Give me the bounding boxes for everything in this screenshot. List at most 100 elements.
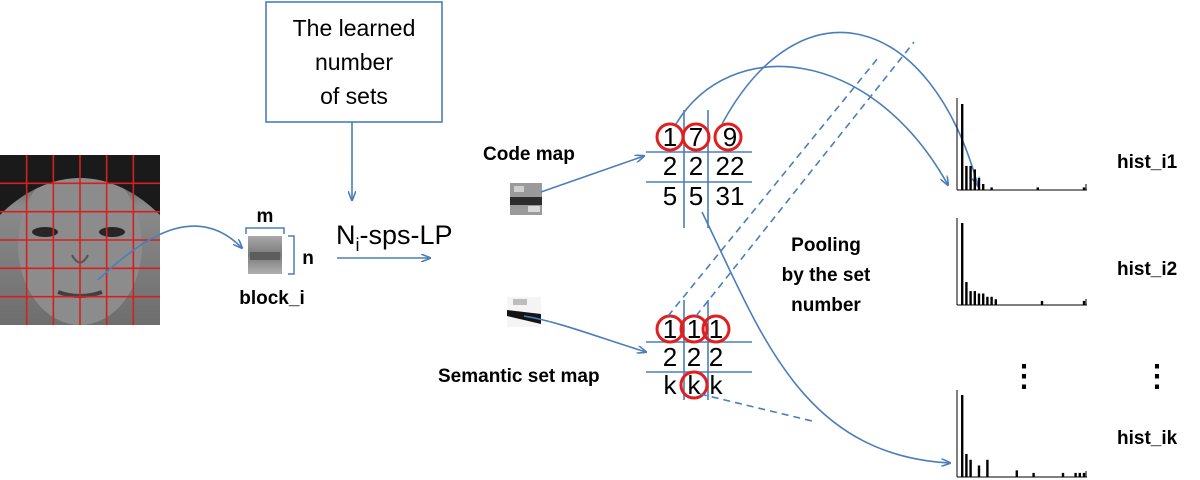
histogram-bar xyxy=(990,296,993,305)
histogram-ik xyxy=(956,390,1087,478)
semantic-map-circles xyxy=(655,314,731,400)
ellipsis-labels: ⋮ xyxy=(1142,360,1172,393)
histogram-i2-bars xyxy=(961,223,1086,305)
histogram-bar xyxy=(973,291,976,305)
semantic-highlight-circle-2 xyxy=(679,314,709,344)
code-map-cells: 1 7 9 2 2 22 5 5 31 xyxy=(663,122,745,211)
histogram-bar xyxy=(961,104,964,190)
n-bracket xyxy=(288,235,295,275)
code-cell-r3-c1: 5 xyxy=(663,181,677,211)
histogram-bar xyxy=(1061,472,1065,477)
histogram-bar xyxy=(1074,472,1077,477)
learned-sets-line-1: The learned xyxy=(293,15,416,41)
histogram-bar xyxy=(986,296,989,305)
histogram-bar xyxy=(1082,472,1086,477)
code-map-thumbnail xyxy=(510,183,542,215)
code-cell-r2-c3: 22 xyxy=(716,151,745,181)
dashed-link-1 xyxy=(667,57,879,317)
ellipsis-histograms: ⋮ xyxy=(1009,360,1039,393)
semantic-cell-r3-c3: k xyxy=(710,370,724,400)
block-m-label: m xyxy=(257,206,274,227)
code-map-circles xyxy=(655,122,743,152)
histogram-bar xyxy=(982,184,985,190)
code-cell-r2-c1: 2 xyxy=(663,151,677,181)
dashed-link-3 xyxy=(699,393,813,422)
histogram-bar xyxy=(965,282,968,305)
histogram-bar xyxy=(969,459,972,477)
histogram-bar xyxy=(1040,300,1044,305)
code-thumb-arrow xyxy=(540,156,644,193)
histogram-bar xyxy=(977,178,981,190)
histogram-bar xyxy=(1015,470,1018,477)
pooling-line-3: number xyxy=(791,295,861,316)
histogram-bar xyxy=(969,165,972,190)
learned-sets-line-3: of sets xyxy=(320,83,388,109)
histogram-bar xyxy=(977,465,981,477)
histogram-bar xyxy=(977,293,981,305)
histogram-bar xyxy=(982,293,985,305)
method-prefix: N xyxy=(336,220,356,250)
code-map-label: Code map xyxy=(483,144,575,165)
histogram-bar xyxy=(1082,300,1086,305)
semantic-cell-r2-c2: 2 xyxy=(687,342,701,372)
semantic-highlight-circle-k xyxy=(679,370,709,400)
histogram-i1-bars xyxy=(961,104,1086,190)
histogram-bar xyxy=(973,169,976,190)
face-grid xyxy=(0,155,160,325)
semantic-highlight-circle-3 xyxy=(701,314,731,344)
code-cell-r3-c2: 5 xyxy=(689,181,703,211)
method-label: Ni-sps-LP xyxy=(336,220,453,255)
code-cell-r1-c3: 9 xyxy=(723,122,737,152)
code-cell-r3-c3: 31 xyxy=(716,181,745,211)
semantic-cell-r2-c1: 2 xyxy=(663,342,677,372)
histogram-bar xyxy=(969,291,972,305)
hist-ik-label: hist_ik xyxy=(1117,428,1178,449)
learned-sets-line-2: number xyxy=(315,49,393,75)
semantic-map-label: Semantic set map xyxy=(438,366,600,387)
histogram-ik-bars xyxy=(961,395,1086,477)
histogram-bar xyxy=(1082,187,1086,190)
histogram-bar xyxy=(965,165,968,190)
histogram-bar xyxy=(1032,472,1035,477)
histogram-bar xyxy=(990,187,993,190)
m-bracket xyxy=(245,227,285,234)
code-highlight-circle-2 xyxy=(681,122,711,152)
histogram-bar xyxy=(1078,472,1081,477)
pooling-arrow-to-i1-b xyxy=(721,31,978,186)
semantic-highlight-circle-1 xyxy=(655,314,685,344)
histogram-bar xyxy=(961,395,964,477)
pooling-line-1: Pooling xyxy=(791,235,861,256)
histogram-bar xyxy=(965,454,968,477)
semantic-cell-r2-c3: 2 xyxy=(709,342,723,372)
pooling-arrow-to-i1-a xyxy=(675,65,948,185)
histogram-bar xyxy=(961,223,964,305)
semantic-map-cells: 1 1 1 2 2 2 k k k xyxy=(663,314,724,400)
block-n-label: n xyxy=(302,248,314,269)
face-to-block-arrow xyxy=(97,225,242,281)
method-subscript: i xyxy=(356,235,360,255)
code-cell-r2-c2: 2 xyxy=(689,151,703,181)
histogram-i2 xyxy=(956,218,1087,306)
semantic-map-thumbnail xyxy=(507,297,541,327)
pooling-arrow-to-ik xyxy=(701,211,950,463)
code-cell-r1-c2: 7 xyxy=(689,122,703,152)
histogram-bar xyxy=(986,459,989,477)
semantic-cell-r1-c1: 1 xyxy=(663,314,677,344)
block-image xyxy=(248,236,282,274)
histogram-bar xyxy=(1036,187,1039,190)
hist-i1-label: hist_i1 xyxy=(1117,152,1178,173)
block-name-label: block_i xyxy=(239,288,304,309)
histogram-bar xyxy=(994,299,997,305)
learned-sets-box: The learned number of sets xyxy=(265,1,443,123)
hist-i2-label: hist_i2 xyxy=(1117,259,1177,280)
code-cell-r1-c1: 1 xyxy=(663,122,677,152)
histogram-i1 xyxy=(956,98,1087,191)
pooling-line-2: by the set xyxy=(782,265,871,286)
method-suffix: -sps-LP xyxy=(360,220,453,250)
semantic-thumb-arrow xyxy=(523,315,646,352)
semantic-cell-r1-c3: 1 xyxy=(709,314,723,344)
semantic-cell-r3-c1: k xyxy=(664,370,678,400)
semantic-cell-r3-c2: k xyxy=(688,370,702,400)
dashed-link-2 xyxy=(695,41,915,317)
semantic-cell-r1-c2: 1 xyxy=(687,314,701,344)
